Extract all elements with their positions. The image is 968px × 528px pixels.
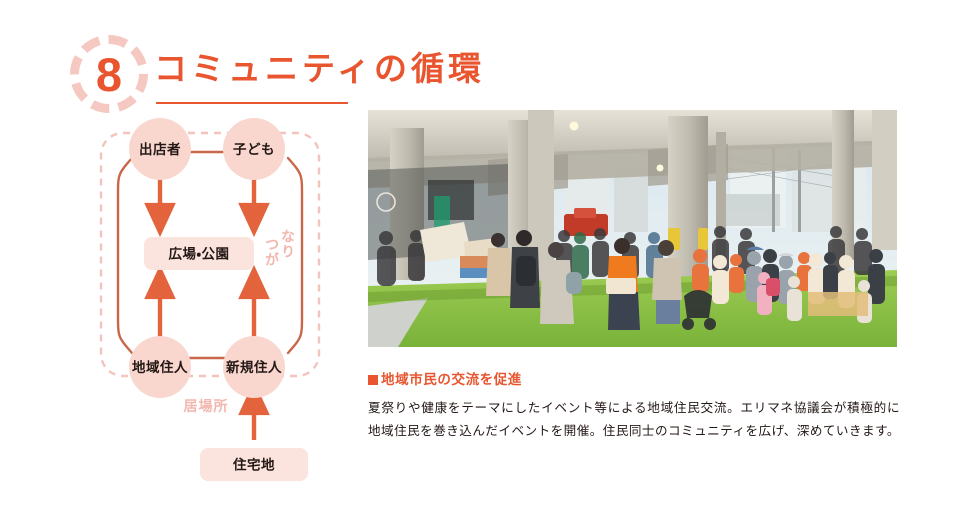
right-loop-link bbox=[286, 156, 304, 355]
square-bullet-icon bbox=[368, 375, 378, 385]
node-residential-box bbox=[200, 448, 308, 481]
event-photo bbox=[368, 110, 897, 347]
node-plaza-box bbox=[144, 237, 254, 270]
node-vendor-label: 出店者 bbox=[139, 141, 181, 157]
annotation-connection-right-column: なり bbox=[280, 229, 296, 259]
section-heading-text: 地域市民の交流を促進 bbox=[381, 372, 522, 387]
page-title: コミュニティの循環 bbox=[154, 50, 486, 87]
event-photo-illustration bbox=[368, 110, 897, 347]
node-new-residents-label: 新規住人 bbox=[225, 359, 282, 375]
node-local-residents-label: 地域住人 bbox=[132, 359, 188, 375]
community-cycle-diagram: 広場・公園 住宅地 出店者 子ども 地域住人 新規住人 なり つが 居場所 bbox=[88, 110, 344, 492]
node-residential-label: 住宅地 bbox=[232, 457, 275, 473]
section-paragraph: 夏祭りや健康をテーマにしたイベント等による地域住民交流。エリマネ協議会が積極的に… bbox=[368, 401, 900, 439]
node-plaza-label: 広場・公園 bbox=[168, 246, 229, 262]
section-heading: 地域市民の交流を促進 bbox=[368, 372, 900, 388]
title-underline bbox=[156, 102, 348, 104]
node-new-residents-circle bbox=[223, 336, 285, 398]
page-title-wrap: コミュニティの循環 bbox=[154, 47, 486, 104]
description-block: 地域市民の交流を促進 夏祭りや健康をテーマにしたイベント等による地域住民交流。エ… bbox=[368, 372, 900, 443]
slide-header: 8 コミュニティの循環 bbox=[70, 33, 670, 113]
annotation-place-to-belong: 居場所 bbox=[184, 398, 229, 414]
node-children-label: 子ども bbox=[233, 142, 275, 157]
left-loop-link bbox=[116, 156, 134, 355]
slide-number: 8 bbox=[95, 47, 123, 101]
slide-number-badge: 8 bbox=[70, 35, 148, 113]
node-local-residents-circle bbox=[129, 336, 191, 398]
dashed-ring-decoration bbox=[70, 35, 148, 113]
node-vendor-circle bbox=[129, 118, 191, 180]
node-children-circle bbox=[223, 118, 285, 180]
annotation-connection-left-column: つが bbox=[264, 237, 280, 267]
